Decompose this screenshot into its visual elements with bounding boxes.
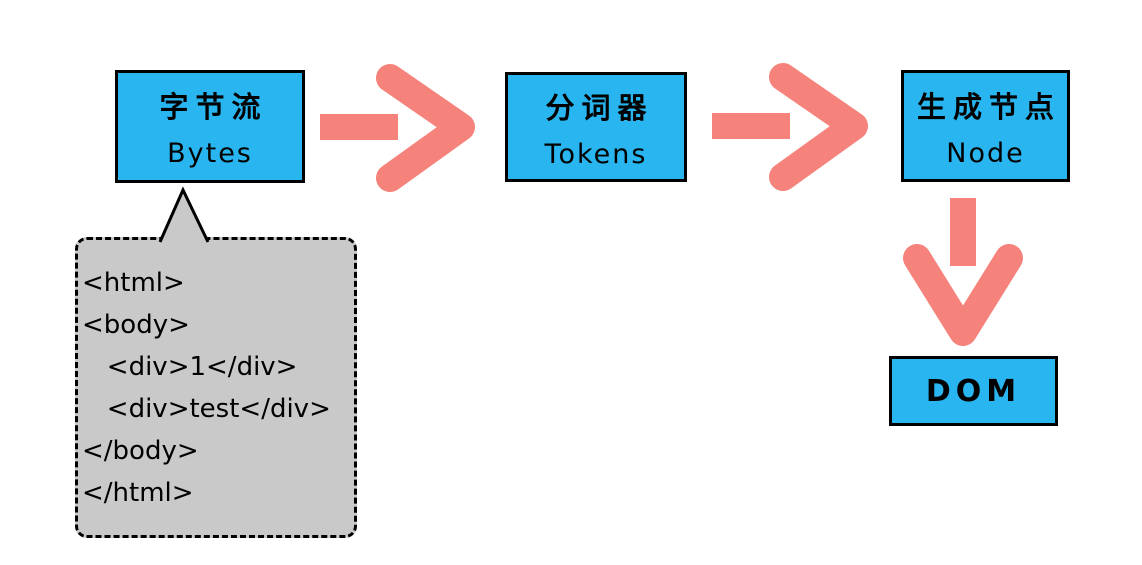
node-bytes-label-zh: 字节流	[159, 90, 268, 124]
node-tokens-label-en: Tokens	[544, 138, 648, 170]
arrow-tokens-to-node-icon	[712, 63, 868, 191]
code-line: </html>	[82, 478, 194, 508]
arrow-node-to-dom-icon	[903, 198, 1023, 346]
code-line: </body>	[82, 436, 199, 466]
callout-pointer-icon	[158, 186, 210, 243]
node-dom: DOM	[889, 356, 1058, 426]
node-tokens-label-zh: 分词器	[545, 90, 654, 125]
arrow-bytes-to-tokens-icon	[320, 64, 475, 192]
bytes-code-callout: <html> <body> <div>1</div> <div>test</di…	[75, 237, 357, 538]
node-generate-node-label-zh: 生成节点	[916, 89, 1061, 124]
node-generate-node: 生成节点 Node	[901, 70, 1070, 182]
node-bytes-label-en: Bytes	[167, 138, 253, 169]
code-line: <div>test</div>	[82, 394, 331, 424]
node-dom-label: DOM	[925, 373, 1022, 409]
node-generate-node-label-en: Node	[946, 137, 1025, 169]
node-bytes: 字节流 Bytes	[115, 70, 305, 183]
node-tokens: 分词器 Tokens	[505, 72, 687, 182]
code-line: <html>	[82, 268, 185, 298]
code-line: <body>	[82, 310, 190, 340]
code-line: <div>1</div>	[82, 352, 298, 382]
